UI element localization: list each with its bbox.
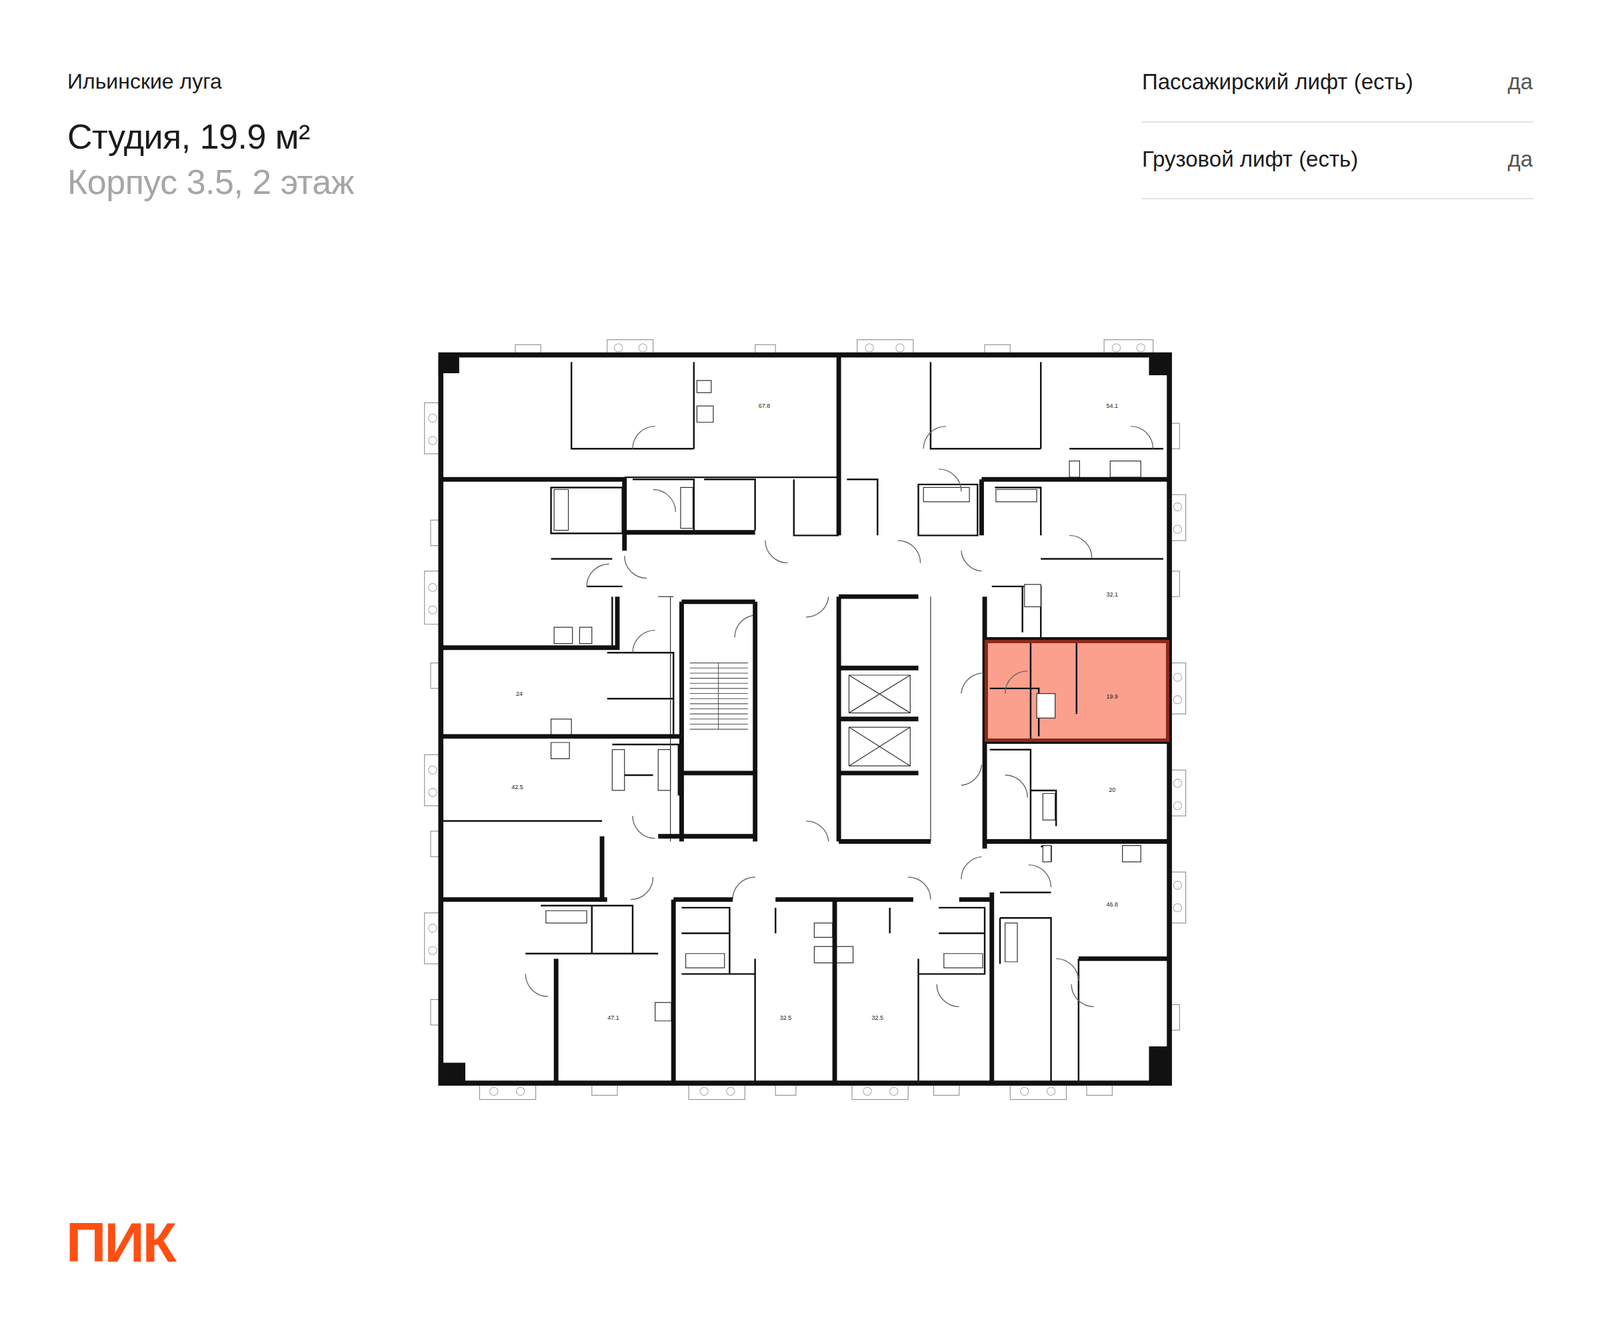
divider-line (1142, 121, 1534, 123)
outer-wall (440, 355, 1170, 1084)
corridor (624, 550, 982, 900)
floor (440, 355, 1170, 1084)
table-cell: Грузовой лифт (есть) (1142, 146, 1358, 172)
thin-walls (440, 362, 1164, 1084)
plan-body (424, 340, 1186, 1100)
windows (424, 340, 1186, 1100)
area-label: 20 (1108, 786, 1116, 794)
fixtures (546, 380, 1141, 1022)
area-label: 32.5 (780, 1014, 792, 1022)
area-label: 32.5 (872, 1014, 884, 1022)
table-cell: да (1507, 146, 1533, 172)
subtitle: Корпус 3.5, 2 этаж (67, 162, 354, 203)
area-label: 42.5 (511, 784, 524, 791)
area-label: 32.1 (1106, 591, 1119, 598)
page-title: Студия, 19.9 м² (67, 117, 310, 158)
area-label: 67.8 (758, 402, 771, 410)
divider-line (1142, 198, 1534, 200)
stairs (690, 663, 748, 730)
area-label: 54.1 (1106, 402, 1119, 410)
corner-columns (438, 352, 1172, 1086)
thick-walls (440, 355, 1170, 1084)
area-label: 19.9 (1106, 693, 1119, 700)
area-label: 47.1 (607, 1014, 620, 1022)
area-label: 46.8 (1106, 901, 1119, 908)
table-cell: да (1507, 69, 1533, 95)
table-cell: Пассажирский лифт (есть) (1142, 69, 1414, 95)
ac-fans (428, 344, 1182, 1096)
selected-apartment: 19.9 (984, 640, 1170, 742)
area-label: 24 (516, 690, 523, 698)
brand-logo: ПИК (66, 1214, 175, 1271)
project-name: Ильинские луга (67, 69, 222, 94)
